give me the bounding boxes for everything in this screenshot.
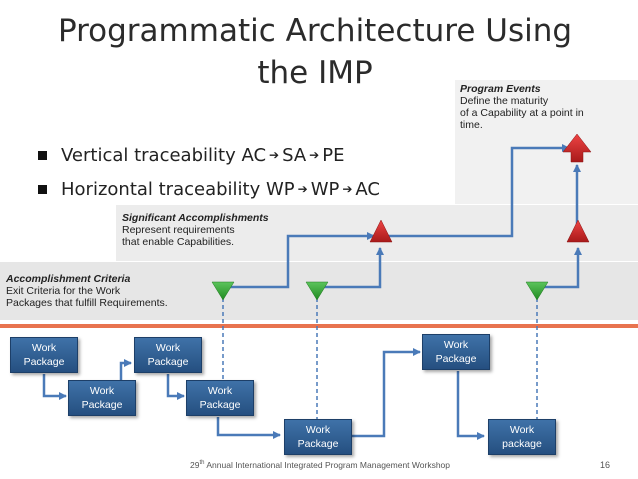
right-arrow-icon: ➔ bbox=[269, 148, 280, 162]
work-package-label: Work bbox=[31, 342, 57, 354]
red-up-triangle-icon bbox=[566, 219, 590, 243]
wp-connector bbox=[216, 417, 281, 439]
work-package-label: Package bbox=[23, 356, 65, 368]
red-up-arrow-icon bbox=[562, 133, 592, 163]
program-events-heading: Program Events bbox=[460, 83, 541, 95]
work-package-label: Work bbox=[155, 342, 181, 354]
program-events-line: of a Capability at a point in bbox=[460, 107, 584, 119]
bullet-text: AC bbox=[355, 178, 380, 200]
accomplishment-criteria-label: Accomplishment Criteria Exit Criteria fo… bbox=[6, 273, 168, 309]
work-package-box: Work Package bbox=[422, 334, 490, 370]
separator-bar bbox=[0, 324, 638, 328]
wp-connector bbox=[166, 374, 185, 400]
slide-title-line-1: Programmatic Architecture Using bbox=[57, 13, 573, 49]
ac-to-sa-connector bbox=[317, 247, 384, 289]
square-bullet-icon bbox=[38, 184, 47, 194]
work-package-box: Work package bbox=[488, 419, 556, 455]
square-bullet-icon bbox=[38, 150, 47, 160]
bullet-list: Vertical traceability AC ➔ SA ➔ PE Horiz… bbox=[38, 138, 380, 206]
right-arrow-icon: ➔ bbox=[309, 148, 320, 162]
work-package-label: Work bbox=[509, 424, 535, 436]
bullet-text: PE bbox=[322, 144, 345, 166]
program-events-line: Define the maturity bbox=[460, 95, 549, 107]
slide-title: Programmatic Architecture Using the IMP bbox=[40, 10, 590, 94]
work-package-box: Work Package bbox=[186, 380, 254, 416]
footer-text: 29th Annual International Integrated Pro… bbox=[150, 460, 490, 470]
right-arrow-icon: ➔ bbox=[342, 182, 353, 196]
significant-accomplishments-label: Significant Accomplishments Represent re… bbox=[122, 212, 269, 248]
wp-connector bbox=[456, 371, 485, 440]
work-package-label: package bbox=[502, 438, 542, 450]
significant-accomplishments-line: that enable Capabilities. bbox=[122, 236, 235, 248]
green-down-triangle-icon bbox=[525, 281, 549, 301]
bullet-text: WP bbox=[310, 178, 340, 200]
sa-to-pe-connector bbox=[381, 144, 570, 238]
accomplishment-criteria-heading: Accomplishment Criteria bbox=[6, 273, 131, 285]
work-package-label: Work bbox=[89, 385, 115, 397]
wp-connector bbox=[352, 348, 421, 438]
program-events-line: time. bbox=[460, 119, 483, 131]
work-package-label: Work bbox=[207, 385, 233, 397]
work-package-label: Package bbox=[199, 399, 241, 411]
accomplishment-criteria-line: Packages that fulfill Requirements. bbox=[6, 297, 168, 309]
work-package-label: Work bbox=[305, 424, 331, 436]
footer-ordinal: 29 bbox=[189, 460, 200, 470]
ac-to-sa-connector bbox=[223, 232, 375, 289]
work-package-label: Work bbox=[443, 339, 469, 351]
work-package-box: Work Package bbox=[10, 337, 78, 373]
program-events-band bbox=[455, 80, 638, 204]
bullet-text: SA bbox=[282, 144, 307, 166]
work-package-box: Work Package bbox=[134, 337, 202, 373]
work-package-label: Package bbox=[435, 353, 477, 365]
ac-to-sa-connector bbox=[537, 247, 582, 289]
significant-accomplishments-heading: Significant Accomplishments bbox=[122, 212, 269, 224]
wp-connector bbox=[42, 374, 67, 400]
bullet-text: Horizontal traceability WP bbox=[61, 178, 295, 200]
bullet-text: Vertical traceability AC bbox=[61, 144, 267, 166]
footer-ordinal-suffix: th bbox=[199, 460, 205, 467]
work-package-box: Work Package bbox=[284, 419, 352, 455]
red-up-triangle-icon bbox=[369, 219, 393, 243]
green-down-triangle-icon bbox=[211, 281, 235, 301]
work-package-label: Package bbox=[147, 356, 189, 368]
work-package-label: Package bbox=[297, 438, 339, 450]
work-package-label: Package bbox=[81, 399, 123, 411]
significant-accomplishments-line: Represent requirements bbox=[122, 224, 235, 236]
bullet-horizontal-traceability: Horizontal traceability WP ➔ WP ➔ AC bbox=[38, 172, 380, 206]
page-number: 16 bbox=[600, 460, 611, 470]
program-events-label: Program Events Define the maturity of a … bbox=[460, 83, 584, 131]
bullet-vertical-traceability: Vertical traceability AC ➔ SA ➔ PE bbox=[38, 138, 380, 172]
right-arrow-icon: ➔ bbox=[297, 182, 308, 196]
footer-workshop-name: Annual International Integrated Program … bbox=[204, 460, 451, 470]
green-down-triangle-icon bbox=[305, 281, 329, 301]
accomplishment-criteria-line: Exit Criteria for the Work bbox=[6, 285, 121, 297]
slide-title-line-2: the IMP bbox=[257, 55, 373, 91]
work-package-box: Work Package bbox=[68, 380, 136, 416]
